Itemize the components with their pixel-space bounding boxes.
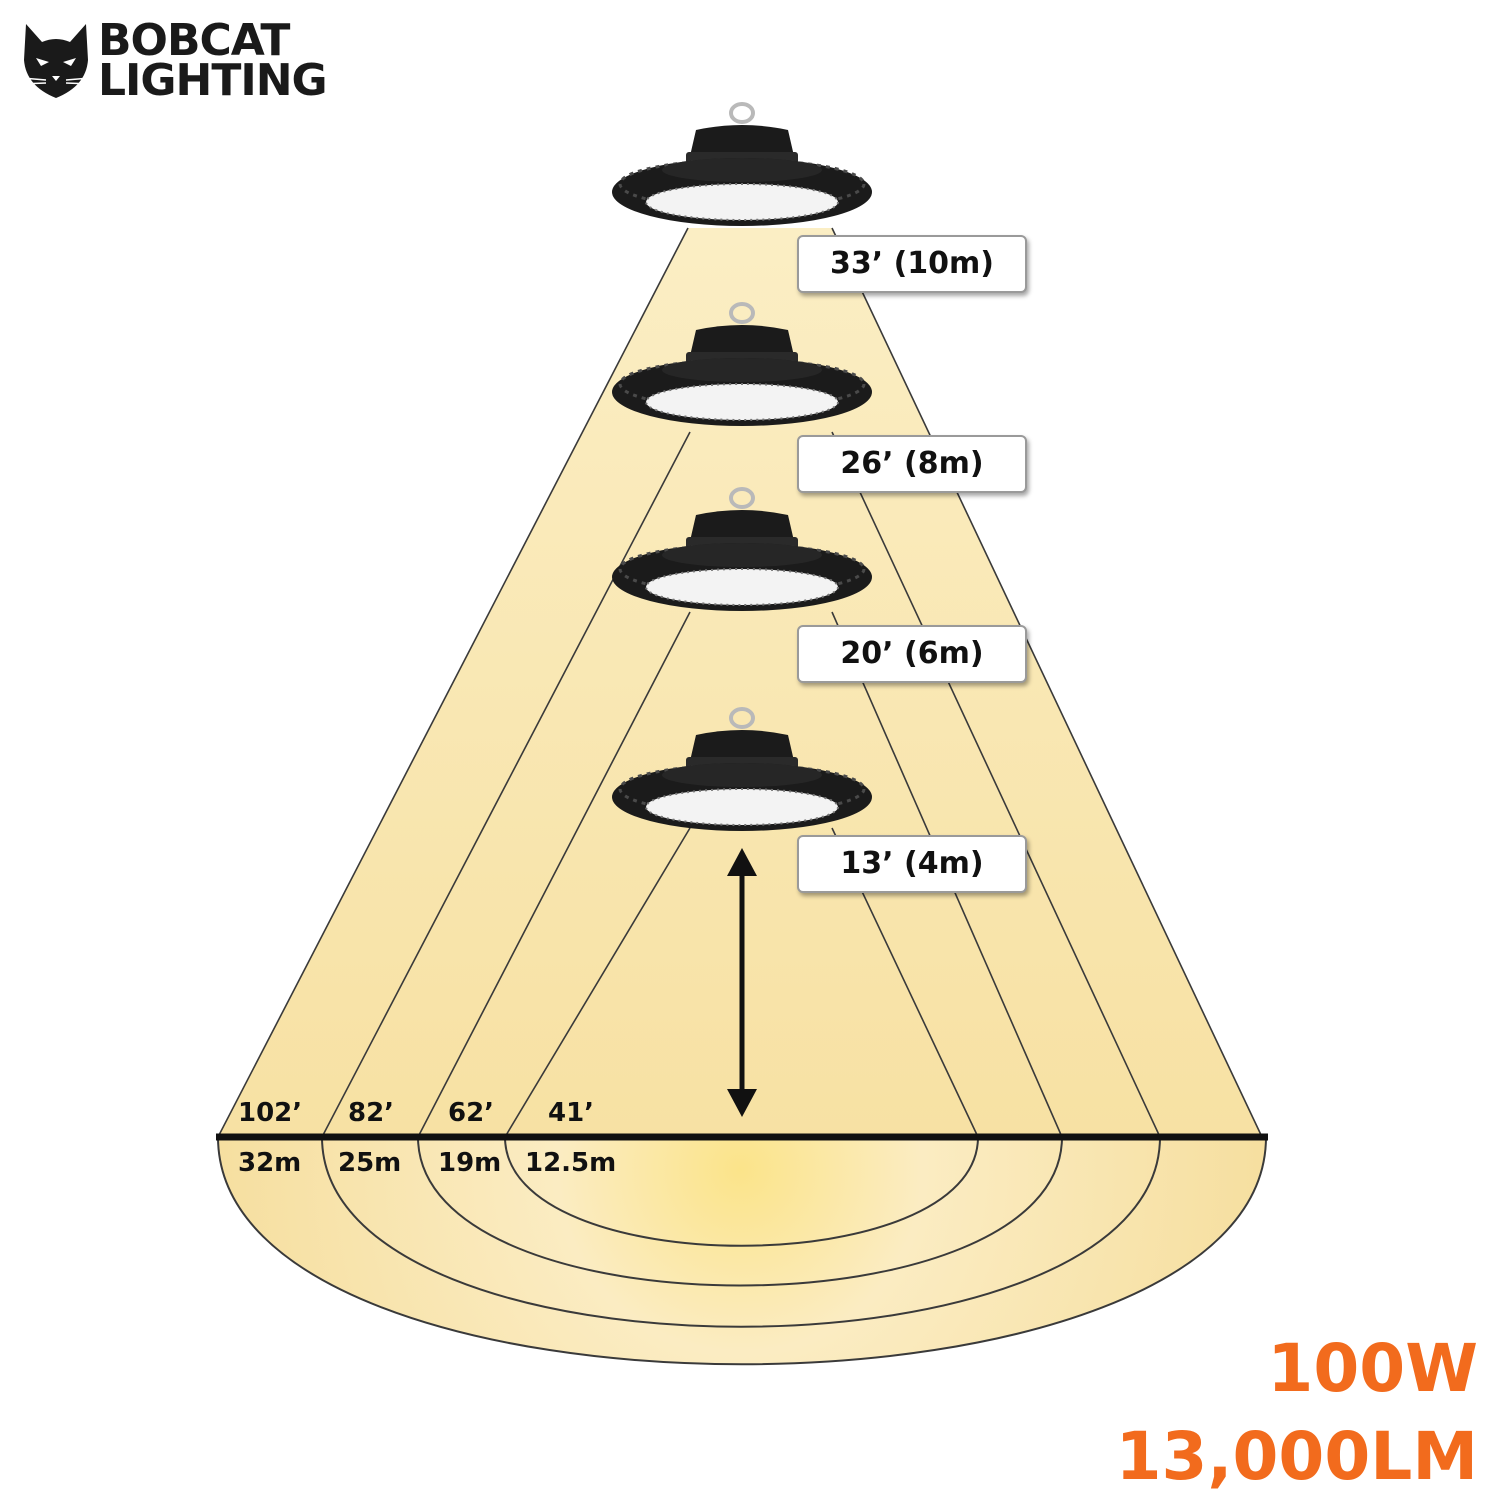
spread-meters-25: 25m	[338, 1148, 402, 1178]
spread-meters-12-5: 12.5m	[525, 1148, 617, 1178]
high-bay-fixture-10m	[612, 102, 872, 226]
height-label-6m: 20’ (6m)	[797, 625, 1027, 683]
floor-arc-12m	[504, 1136, 979, 1247]
floor-arc-32m	[217, 1136, 1267, 1366]
cone-line-8m-left	[321, 431, 691, 1138]
height-arrow	[727, 848, 757, 1117]
height-label-10m: 33’ (10m)	[797, 235, 1027, 293]
floor-arc-19m	[417, 1136, 1063, 1287]
spread-feet-41: 41’	[548, 1098, 595, 1128]
floor-arc-25m	[321, 1136, 1161, 1328]
spread-feet-82: 82’	[348, 1098, 395, 1128]
high-bay-fixture-8m	[612, 302, 872, 426]
height-label-4m: 13’ (4m)	[797, 835, 1027, 893]
brand-logo: BOBCAT LIGHTING	[20, 15, 328, 106]
cone-line-6m-left	[417, 611, 691, 1138]
spec-wattage: 100W	[1267, 1330, 1478, 1407]
cone-line-10m-left	[217, 227, 689, 1138]
height-label-8m: 26’ (8m)	[797, 435, 1027, 493]
high-bay-fixture-6m	[612, 487, 872, 611]
spread-meters-19: 19m	[438, 1148, 502, 1178]
spec-lumens: 13,000LM	[1115, 1418, 1478, 1495]
beam-cone-outer	[218, 228, 1262, 1137]
spread-feet-102: 102’	[238, 1098, 303, 1128]
brand-name-line2: LIGHTING	[98, 55, 328, 106]
spread-feet-62: 62’	[448, 1098, 495, 1128]
spread-meters-32: 32m	[238, 1148, 302, 1178]
brand-name-line1: BOBCAT	[98, 15, 290, 66]
floor-coverage-area	[218, 1137, 1266, 1365]
cone-line-10m-right	[831, 227, 1263, 1138]
cone-line-8m-right	[831, 431, 1161, 1138]
cone-line-4m-left	[504, 827, 691, 1138]
high-bay-fixture-4m	[612, 707, 872, 831]
bobcat-head-icon	[20, 24, 92, 98]
